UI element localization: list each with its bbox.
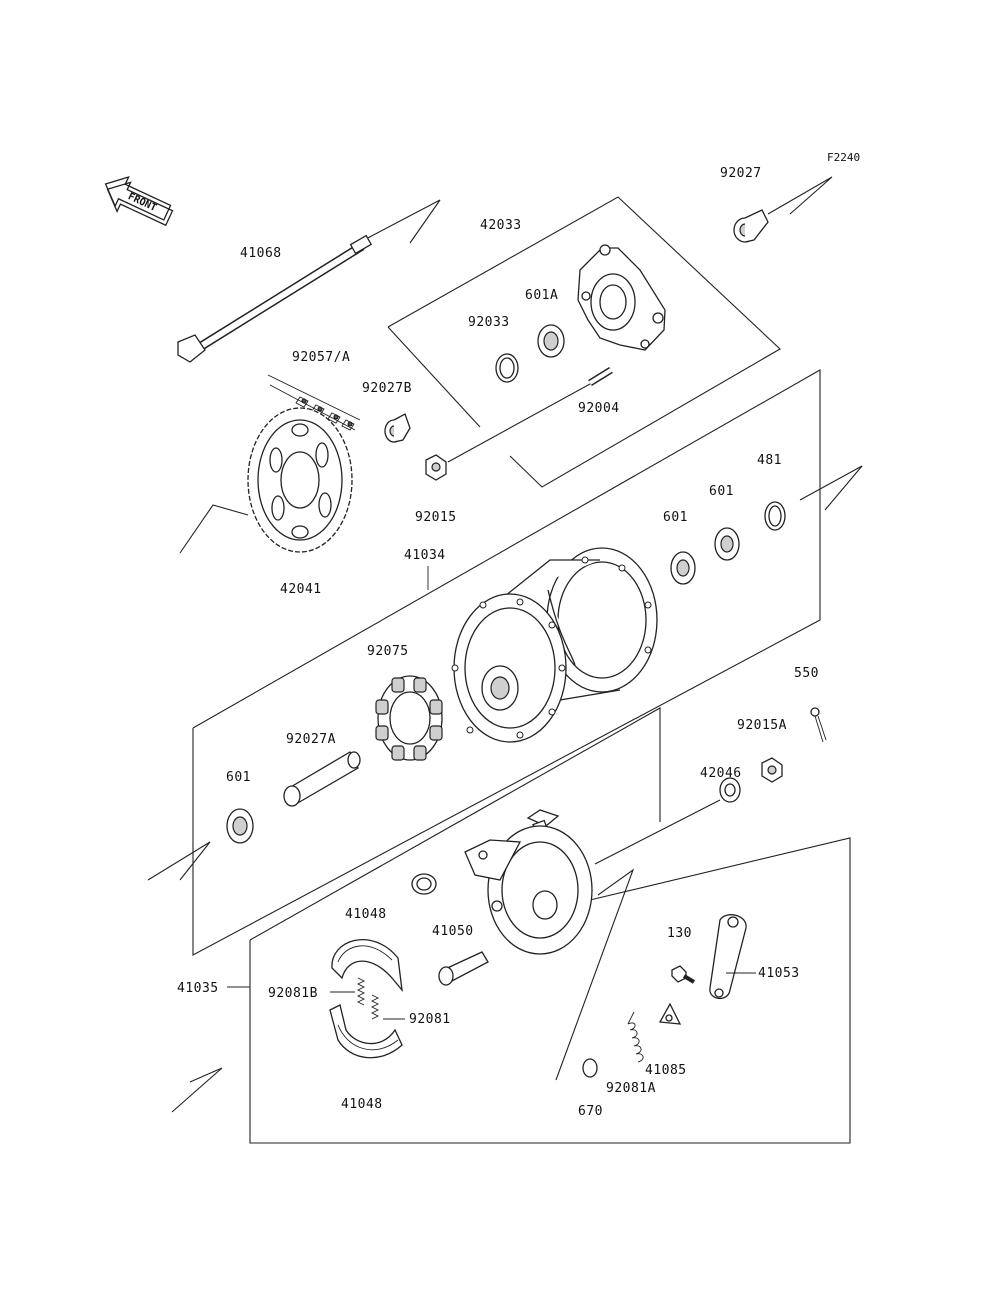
part-label-92015A: 92015A <box>737 718 787 733</box>
part-label-41034: 41034 <box>404 548 446 563</box>
part-label-601A: 601A <box>525 288 558 303</box>
spring-92081A <box>627 1011 644 1063</box>
nut-92015 <box>425 454 447 481</box>
bearing-601-middle <box>670 551 696 585</box>
part-label-481: 481 <box>757 453 782 468</box>
circlip-481 <box>764 501 786 531</box>
part-label-92075: 92075 <box>367 644 409 659</box>
spring-92081B <box>356 977 366 1006</box>
part-label-41085: 41085 <box>645 1063 687 1078</box>
panel-seal <box>411 873 437 895</box>
nut-92015A <box>761 757 783 783</box>
wear-indicator-41085 <box>658 1002 682 1025</box>
part-label-42033: 42033 <box>480 218 522 233</box>
part-label-41048-lower: 41048 <box>341 1097 383 1112</box>
bearing-601-upper <box>714 527 740 561</box>
part-label-41053: 41053 <box>758 966 800 981</box>
part-label-92081A: 92081A <box>606 1081 656 1096</box>
part-label-550: 550 <box>794 666 819 681</box>
group-outline-42033 <box>387 196 781 488</box>
part-label-92027: 92027 <box>720 166 762 181</box>
bolt-130 <box>671 965 696 984</box>
wheel-hub-41034 <box>451 547 658 743</box>
front-direction-arrow: FRONT <box>104 176 174 227</box>
collar-92027 <box>733 209 769 243</box>
sprocket-hub-flange-42033 <box>577 244 666 351</box>
sleeve-92027A <box>283 751 361 807</box>
brake-shoe-41048-lower <box>329 1004 403 1059</box>
part-label-670: 670 <box>578 1104 603 1119</box>
part-label-601-lower: 601 <box>226 770 251 785</box>
brake-panel-41035 <box>464 825 593 955</box>
part-label-92015: 92015 <box>415 510 457 525</box>
part-label-130: 130 <box>667 926 692 941</box>
group-outline-41034 <box>192 369 821 956</box>
cotter-pin-550 <box>810 707 827 743</box>
part-label-92057A: 92057/A <box>292 350 350 365</box>
brake-cam-41050 <box>438 951 489 986</box>
part-label-42041: 42041 <box>280 582 322 597</box>
part-label-41035: 41035 <box>177 981 219 996</box>
alignment-lines <box>147 176 863 1113</box>
group-outline-41035 <box>249 707 851 1144</box>
brake-shoe-41048-upper <box>331 939 403 993</box>
spring-92081 <box>370 994 380 1020</box>
part-label-92081B: 92081B <box>268 986 318 1001</box>
oring-670 <box>582 1058 598 1078</box>
stud-92004 <box>588 367 613 386</box>
part-label-41068: 41068 <box>240 246 282 261</box>
part-label-92081: 92081 <box>409 1012 451 1027</box>
part-label-41048-upper: 41048 <box>345 907 387 922</box>
hub-damper-92075 <box>375 675 443 761</box>
circlip-92033 <box>495 353 519 383</box>
part-label-92033: 92033 <box>468 315 510 330</box>
diagram-code: F2240 <box>827 151 860 164</box>
part-label-92027A: 92027A <box>286 732 336 747</box>
leader-lines <box>227 566 756 1020</box>
axle-41068 <box>177 234 373 363</box>
bearing-601A <box>537 324 565 358</box>
part-label-601-middle: 601 <box>663 510 688 525</box>
part-label-601-upper: 601 <box>709 484 734 499</box>
bearing-601-lower <box>226 808 254 844</box>
collar-92027B <box>384 413 411 443</box>
part-label-92027B: 92027B <box>362 381 412 396</box>
part-label-42046: 42046 <box>700 766 742 781</box>
collar-42046 <box>719 777 741 803</box>
part-label-92004: 92004 <box>578 401 620 416</box>
part-label-41050: 41050 <box>432 924 474 939</box>
brake-lever-41053 <box>709 914 747 1000</box>
rear-sprocket-42041 <box>247 407 353 553</box>
